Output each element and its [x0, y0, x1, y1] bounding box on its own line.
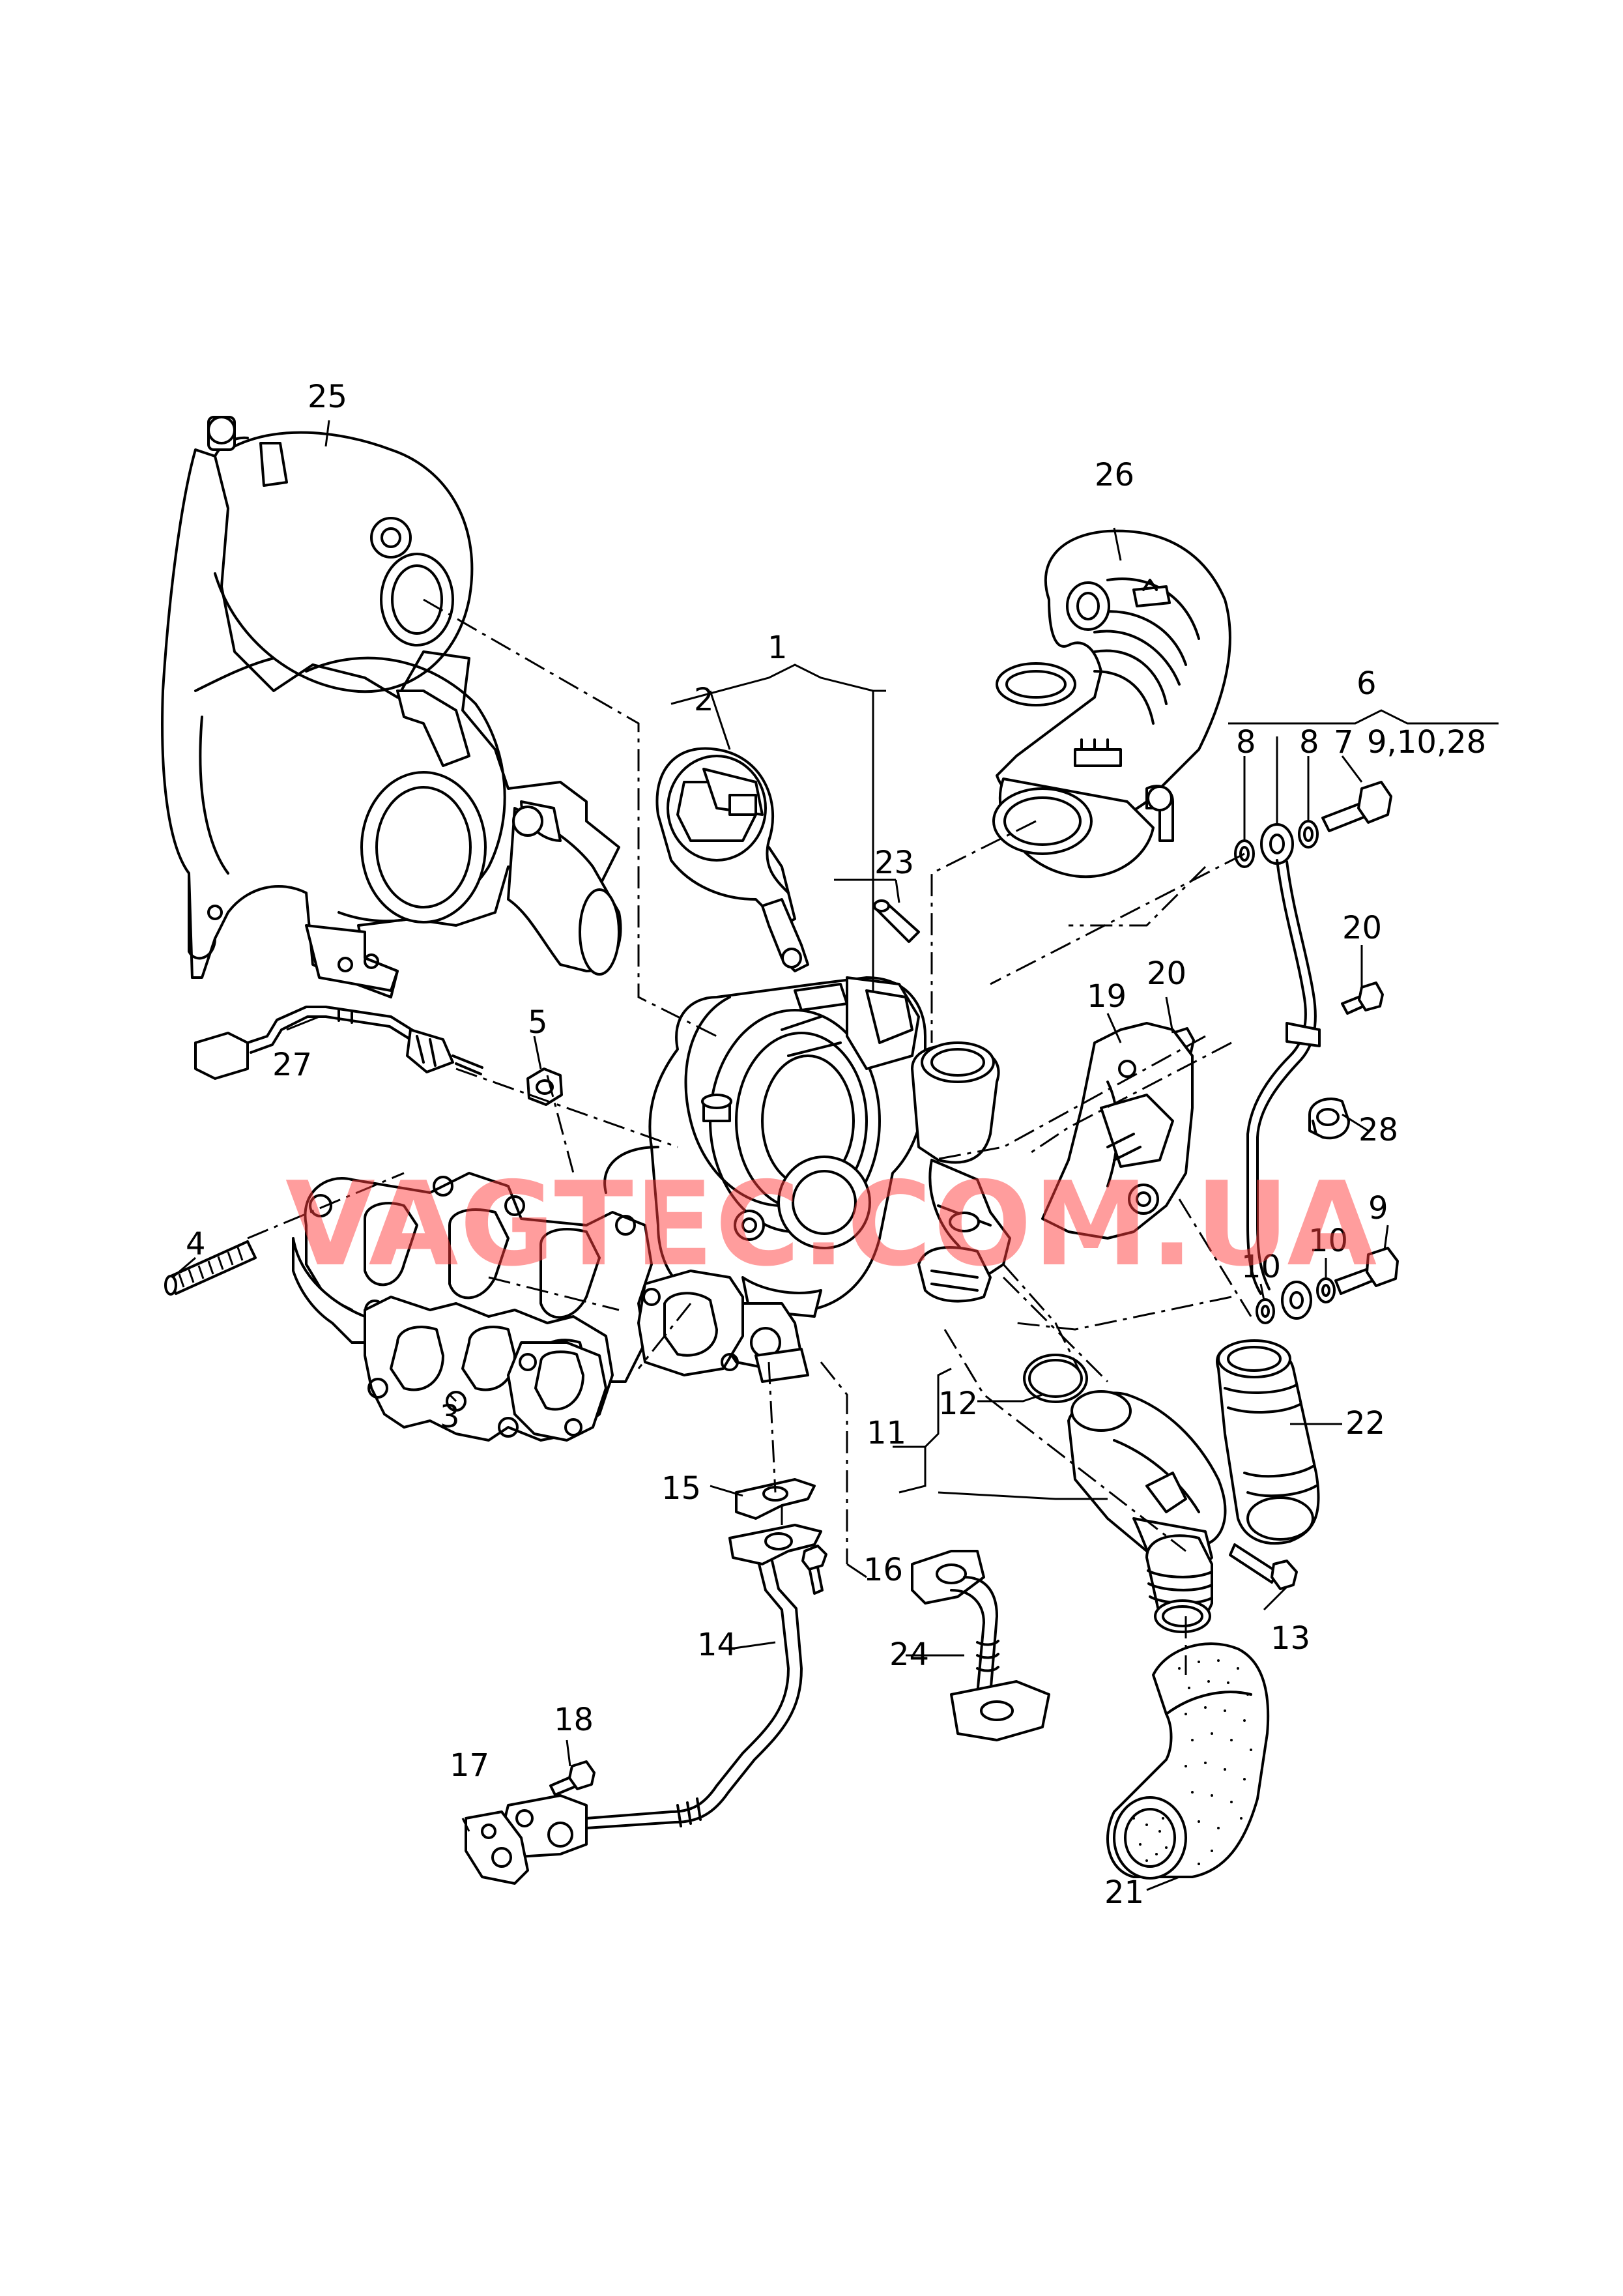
- boost-pressure-actuator: [655, 747, 809, 972]
- callout-9: 9: [1368, 1190, 1388, 1227]
- callout-8b: 8: [1299, 724, 1319, 761]
- heat-shield: [1041, 1022, 1194, 1240]
- bolt: [801, 1545, 827, 1595]
- clip: [1308, 1097, 1350, 1140]
- assembly-lines: [247, 598, 1252, 1675]
- leader-lines: [172, 420, 1499, 1891]
- callout-17: 17: [450, 1747, 489, 1784]
- callout-23: 23: [874, 845, 914, 881]
- turbine-flange-gasket: [637, 1270, 744, 1376]
- callout-16: 16: [863, 1552, 903, 1588]
- turbocharger: [603, 976, 1011, 1383]
- connecting-pipe: [1067, 1390, 1227, 1633]
- callout-13: 13: [1271, 1620, 1310, 1657]
- particulate-filter: [161, 416, 622, 998]
- callout-25: 25: [308, 379, 347, 415]
- callout-27: 27: [272, 1047, 312, 1083]
- callout-3: 3: [440, 1399, 460, 1435]
- watermark: VAGTEC.COM.UA: [285, 1157, 1378, 1292]
- callout-21: 21: [1104, 1874, 1144, 1911]
- exhaust-temperature-sender: [194, 1006, 483, 1080]
- callout-1: 1: [768, 630, 788, 666]
- callout-8a: 8: [1236, 724, 1256, 761]
- callout-28: 28: [1358, 1112, 1398, 1148]
- callout-10a: 10: [1308, 1223, 1348, 1259]
- callout-2: 2: [694, 682, 714, 718]
- pin: [873, 899, 920, 943]
- callout-11: 11: [867, 1415, 906, 1451]
- callout-24: 24: [889, 1636, 929, 1673]
- callout-labels: 1 2 3 4 5 6 7 8 8 9,10,28 9 10 10 11 12 …: [186, 379, 1486, 1911]
- exhaust-manifold-gasket: [292, 1172, 653, 1442]
- callout-7: 7: [1334, 724, 1354, 761]
- insulating-sleeve: [1106, 1642, 1270, 1880]
- callout-6: 6: [1357, 665, 1377, 702]
- callout-10b: 10: [1241, 1249, 1281, 1285]
- callout-19: 19: [1087, 978, 1127, 1015]
- callout-26: 26: [1095, 457, 1134, 493]
- gasket: [465, 1810, 529, 1885]
- callout-20b: 20: [1342, 910, 1382, 946]
- bolt: [1229, 1543, 1298, 1590]
- callout-5: 5: [528, 1004, 548, 1041]
- o-ring: [1023, 1354, 1088, 1403]
- egr-pipe: [911, 1550, 1050, 1741]
- bolt: [549, 1760, 596, 1796]
- callout-20a: 20: [1147, 955, 1186, 992]
- callout-15: 15: [661, 1470, 701, 1507]
- bolt: [1341, 981, 1384, 1015]
- callout-22: 22: [1345, 1405, 1385, 1442]
- callout-18: 18: [554, 1702, 594, 1738]
- callout-14: 14: [697, 1627, 737, 1663]
- hose: [1216, 1339, 1320, 1545]
- stud: [164, 1240, 257, 1296]
- oil-return-line: [500, 1524, 822, 1859]
- callout-4: 4: [186, 1226, 206, 1262]
- callout-9-10-28: 9,10,28: [1367, 724, 1486, 761]
- air-intake-pipe: [992, 529, 1231, 879]
- callout-12: 12: [938, 1386, 978, 1422]
